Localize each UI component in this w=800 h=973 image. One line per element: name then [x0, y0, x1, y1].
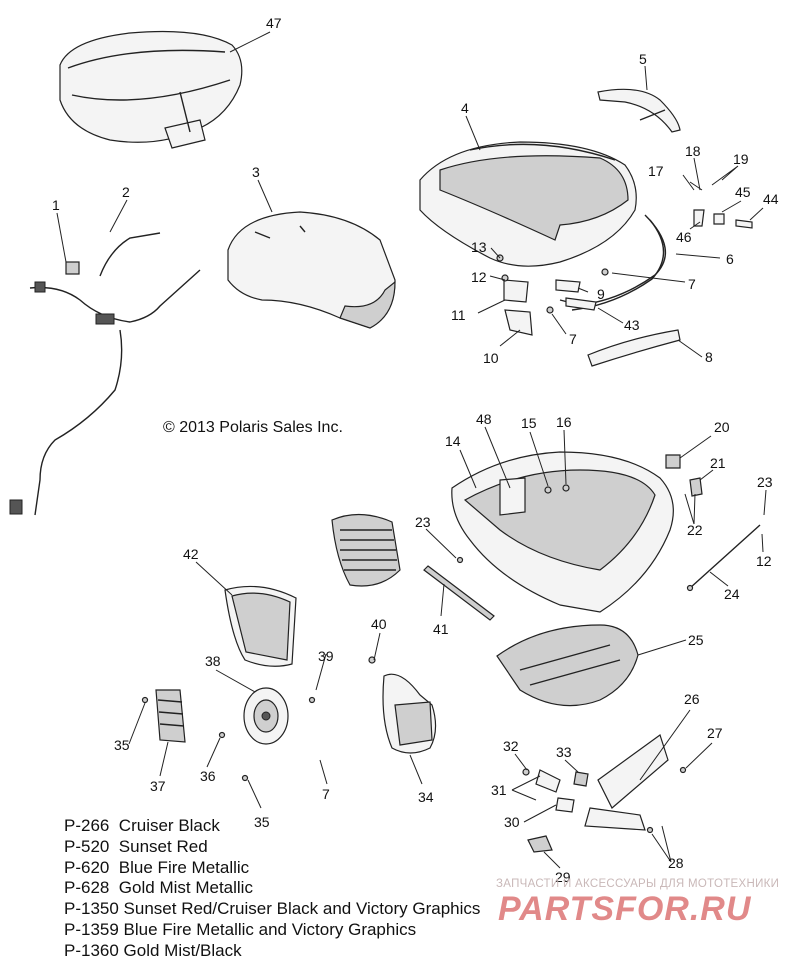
leader-lines: [56, 31, 767, 869]
legend-item: P-1350 Sunset Red/Cruiser Black and Vict…: [64, 899, 481, 919]
callout: 2: [122, 184, 130, 200]
callout: 32: [503, 738, 519, 754]
legend-item: P-520 Sunset Red: [64, 836, 208, 856]
part-4-lid: [419, 141, 637, 267]
callout-labels: 47 1 2 3 4 5 17 18 19 45 44 46 6 13 12 1…: [52, 15, 779, 885]
callout: 26: [684, 691, 700, 707]
legend-item: P-628 Gold Mist Metallic: [64, 878, 253, 898]
callout: 5: [639, 51, 647, 67]
callout: 18: [685, 143, 701, 159]
watermark-brand: PARTSFOR.RU: [498, 890, 752, 928]
callout: 10: [483, 350, 499, 366]
callout: 24: [724, 586, 740, 602]
callout: 23: [757, 474, 773, 490]
callout: 6: [726, 251, 734, 267]
part-1-2-wiring-harness: [9, 232, 201, 516]
callout: 12: [756, 553, 772, 569]
watermark-tagline: ЗАПЧАСТИ И АКСЕССУАРЫ ДЛЯ МОТОТЕХНИКИ: [496, 878, 780, 890]
part-8-trim-strip: [587, 329, 681, 367]
callout: 46: [676, 229, 692, 245]
copyright-text: © 2013 Polaris Sales Inc.: [163, 419, 343, 436]
callout: 13: [471, 239, 487, 255]
callout: 33: [556, 744, 572, 760]
callout: 36: [200, 768, 216, 784]
hardware-screws: [141, 454, 703, 834]
part-37-grille: [155, 689, 186, 743]
callout: 30: [504, 814, 520, 830]
callout: 44: [763, 191, 779, 207]
callout: 7: [569, 331, 577, 347]
callout: 29: [555, 869, 571, 885]
part-34-speaker-housing: [382, 673, 437, 754]
callout: 45: [735, 184, 751, 200]
callout: 38: [205, 653, 221, 669]
part-25-tray: [496, 624, 639, 707]
legend-item: P-1360 Gold Mist/Black: [64, 940, 242, 960]
part-speaker-grille: [331, 513, 401, 587]
callout: 40: [371, 616, 387, 632]
callout: 19: [733, 151, 749, 167]
callout: 34: [418, 789, 434, 805]
callout: 48: [476, 411, 492, 427]
callout: 4: [461, 100, 469, 116]
part-42-speaker-cover: [224, 585, 297, 667]
callout: 41: [433, 621, 449, 637]
callout: 11: [451, 307, 466, 323]
part-14-trunk-base: [451, 451, 674, 613]
part-38-speaker: [243, 687, 289, 745]
callout: 42: [183, 546, 199, 562]
callout: 3: [252, 164, 260, 180]
callout: 20: [714, 419, 730, 435]
callout: 47: [266, 15, 282, 31]
callout: 7: [322, 786, 330, 802]
part-47-trunk-cover: [59, 30, 243, 149]
legend-item: P-266 Cruiser Black: [64, 816, 220, 835]
legend-item: P-1359 Blue Fire Metallic and Victory Gr…: [64, 919, 417, 939]
callout: 35: [254, 814, 270, 830]
hardware-latch-group: [522, 768, 589, 853]
hardware-lid-group: [496, 209, 753, 336]
callout: 27: [707, 725, 723, 741]
callout: 7: [688, 276, 696, 292]
callout: 14: [445, 433, 461, 449]
paint-code-legend: P-266 Cruiser Black P-520 Sunset Red P-6…: [64, 816, 480, 962]
part-5-handle-trim: [597, 88, 681, 133]
callout: 22: [687, 522, 703, 538]
callout: 8: [705, 349, 713, 365]
part-3-lid-liner: [227, 211, 396, 329]
part-26-bracket: [584, 734, 669, 831]
callout: 15: [521, 415, 537, 431]
callout: 25: [688, 632, 704, 648]
callout: 39: [318, 648, 334, 664]
callout: 9: [597, 286, 605, 302]
callout: 43: [624, 317, 640, 333]
callout: 37: [150, 778, 166, 794]
callout: 17: [648, 163, 664, 179]
callout: 21: [710, 455, 726, 471]
legend-item: P-620 Blue Fire Metallic: [64, 857, 250, 877]
part-41-rod: [423, 565, 495, 621]
callout: 1: [52, 197, 60, 213]
callout: 28: [668, 855, 684, 871]
part-24-cable: [686, 524, 761, 592]
callout: 35: [114, 737, 130, 753]
callout: 16: [556, 414, 572, 430]
callout: 12: [471, 269, 487, 285]
callout: 23: [415, 514, 431, 530]
callout: 31: [491, 782, 507, 798]
